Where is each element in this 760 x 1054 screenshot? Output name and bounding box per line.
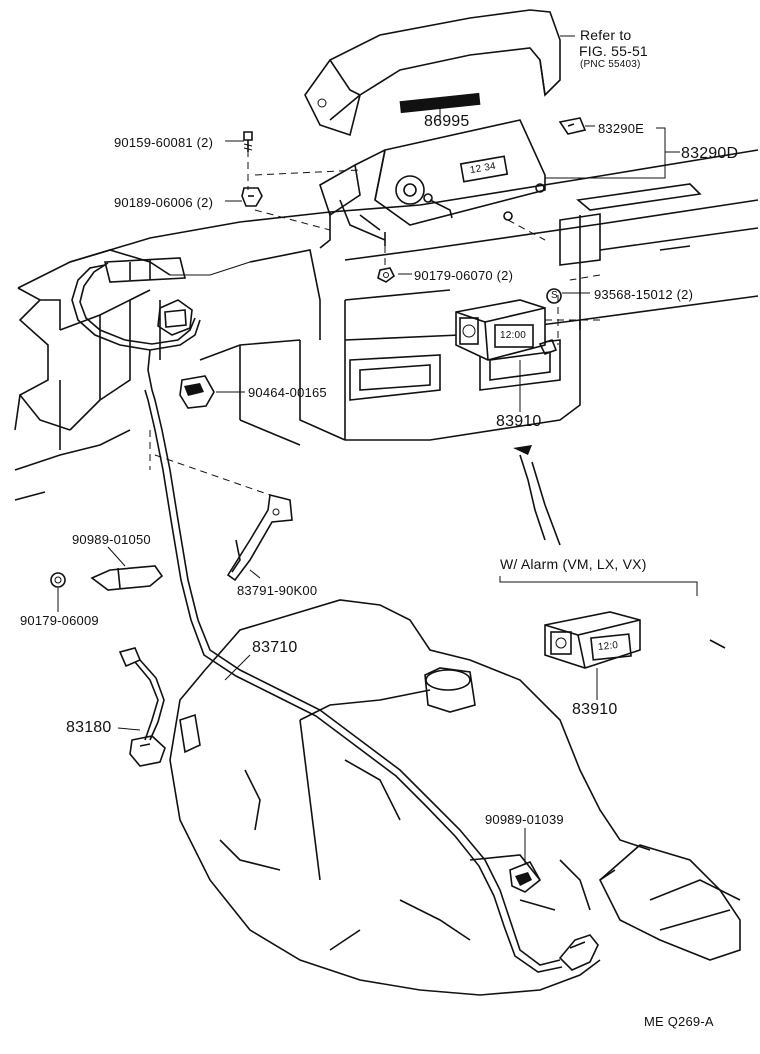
alarm-variant-label: W/ Alarm (VM, LX, VX) [500, 556, 647, 572]
leader-lines-top [247, 108, 601, 345]
part-83791: 83791-90K00 [237, 583, 318, 598]
combination-meter-83290D [319, 117, 587, 246]
part-83910-main: 83910 [496, 413, 542, 430]
part-90189: 90189-06006 (2) [114, 195, 214, 210]
part-90464: 90464-00165 [248, 385, 327, 400]
label-leaders [57, 35, 680, 865]
alarm-bracket [499, 576, 698, 596]
speedometer-cable-upper [71, 257, 563, 973]
switch-90989-01050 [50, 565, 164, 591]
part-90159: 90159-60081 (2) [114, 135, 214, 150]
part-83290D: 83290D [681, 145, 739, 162]
bracket-83791 [149, 430, 293, 582]
refer-fig-label: FIG. 55-51 [579, 43, 648, 59]
refer-pnc-label: (PNC 55403) [580, 59, 641, 70]
part-86995: 86995 [424, 113, 470, 130]
part-93568: 93568-15012 (2) [594, 287, 694, 302]
clamp-90989-01039 [509, 860, 542, 893]
driven-gear-end [558, 934, 599, 971]
alternative-arrow [513, 445, 561, 546]
clock-display-main: 12:00 [500, 330, 527, 341]
nut-90179a [377, 267, 396, 283]
transmission-assembly [169, 599, 741, 996]
refer-to-label: Refer to [580, 27, 632, 43]
part-90179-06009: 90179-06009 [20, 613, 99, 628]
clip-90189 [241, 187, 263, 207]
part-90989-01039: 90989-01039 [485, 812, 564, 827]
part-90989-01050: 90989-01050 [72, 532, 151, 547]
clock-display-alarm: 12:0 [597, 639, 619, 654]
clock-83910-main [455, 288, 562, 361]
screw-90159 [243, 131, 253, 152]
clamp-90464 [179, 375, 215, 409]
part-83910-alarm: 83910 [572, 701, 618, 718]
clock-83910-alarm [544, 611, 726, 669]
part-83180: 83180 [66, 719, 112, 736]
figure-code: ME Q269-A [644, 1014, 714, 1029]
s-marker: S [551, 290, 558, 301]
part-90179-06070: 90179-06070 (2) [414, 268, 514, 283]
speed-sensor-83180 [118, 647, 166, 767]
part-83710: 83710 [252, 639, 298, 656]
part-83290E: 83290E [598, 121, 645, 136]
meter-hood-86995 [304, 9, 561, 137]
